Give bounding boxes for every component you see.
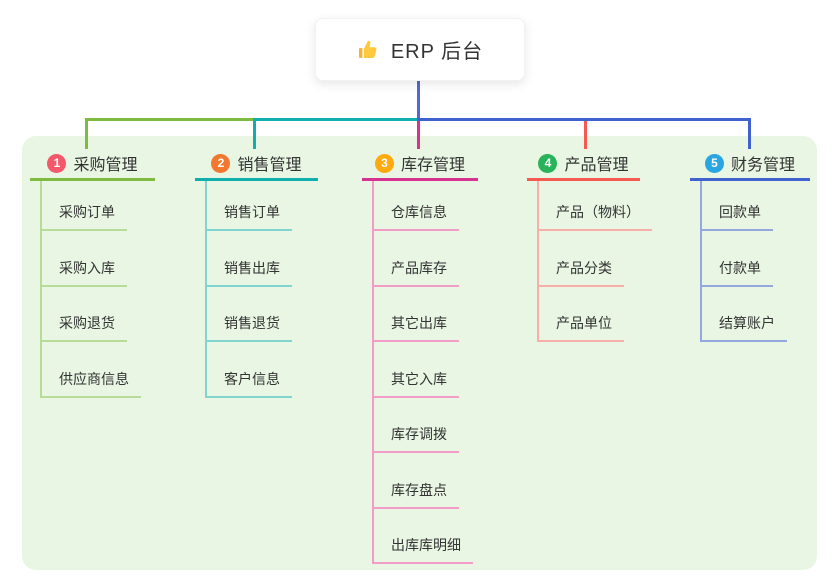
branch-label: 财务管理 [730, 157, 795, 174]
child-label: 出库库明细 [391, 537, 461, 553]
mindmap-background-panel [22, 136, 817, 570]
child-node[interactable]: 客户信息 [207, 342, 292, 398]
child-node[interactable]: 其它出库 [374, 287, 459, 342]
child-label: 采购退货 [59, 315, 115, 331]
child-node[interactable]: 采购入库 [42, 231, 127, 287]
branch-number-badge: 1 [47, 153, 67, 173]
branch-children-group: 销售订单销售出库销售退货客户信息 [205, 181, 292, 398]
branch-number-badge: 4 [538, 153, 558, 173]
child-node[interactable]: 产品分类 [539, 231, 624, 287]
child-label: 回款单 [719, 204, 761, 220]
branch-drop-connector [85, 121, 88, 149]
root-title: ERP 后台 [390, 41, 484, 63]
branch-children-group: 采购订单采购入库采购退货供应商信息 [40, 181, 141, 398]
child-label: 结算账户 [719, 315, 775, 331]
child-node[interactable]: 销售订单 [207, 181, 292, 231]
bracket-segment-left [85, 118, 256, 121]
child-label: 产品（物料） [556, 204, 640, 220]
child-label: 采购订单 [59, 204, 115, 220]
child-node[interactable]: 采购退货 [42, 287, 127, 342]
child-label: 销售订单 [224, 204, 280, 220]
child-node[interactable]: 产品（物料） [539, 181, 652, 231]
branch-drop-connector [417, 121, 420, 149]
bracket-segment-right [417, 118, 751, 121]
child-label: 其它入库 [391, 370, 447, 387]
child-node[interactable]: 供应商信息 [42, 342, 141, 398]
child-node[interactable]: 付款单 [702, 231, 773, 287]
child-label: 付款单 [719, 259, 761, 276]
branch-node[interactable]: 4 产品管理 [527, 148, 640, 181]
child-node[interactable]: 采购订单 [42, 181, 127, 231]
root-connector-vertical [417, 80, 420, 118]
branch-number-badge: 5 [704, 153, 724, 173]
branch-children-group: 仓库信息产品库存其它出库其它入库库存调拨库存盘点出库库明细 [372, 181, 473, 564]
child-node[interactable]: 库存调拨 [374, 398, 459, 453]
child-label: 仓库信息 [391, 204, 447, 220]
child-label: 其它出库 [391, 315, 447, 331]
child-node[interactable]: 库存盘点 [374, 453, 459, 509]
child-label: 产品分类 [556, 259, 612, 276]
thumbs-up-icon [358, 40, 377, 58]
child-label: 产品单位 [556, 315, 612, 331]
child-label: 销售退货 [224, 315, 280, 331]
child-node[interactable]: 仓库信息 [374, 181, 459, 231]
branch-node[interactable]: 5 财务管理 [690, 148, 810, 181]
child-node[interactable]: 产品单位 [539, 287, 624, 342]
branch-drop-connector [748, 121, 751, 149]
branch-node[interactable]: 2 销售管理 [195, 148, 318, 181]
branch-label: 产品管理 [564, 157, 629, 174]
child-label: 供应商信息 [59, 370, 129, 387]
child-label: 客户信息 [224, 370, 280, 387]
child-node[interactable]: 产品库存 [374, 231, 459, 287]
child-label: 库存盘点 [391, 481, 447, 498]
branch-drop-connector [253, 121, 256, 149]
branch-label: 销售管理 [237, 157, 302, 174]
branch-node[interactable]: 3 库存管理 [362, 148, 478, 181]
child-node[interactable]: 销售出库 [207, 231, 292, 287]
child-node[interactable]: 销售退货 [207, 287, 292, 342]
branch-number-badge: 2 [211, 153, 231, 173]
branch-label: 库存管理 [400, 157, 465, 174]
branch-label: 采购管理 [73, 157, 138, 174]
child-node[interactable]: 出库库明细 [374, 509, 473, 564]
child-label: 采购入库 [59, 259, 115, 276]
child-node[interactable]: 回款单 [702, 181, 773, 231]
child-node[interactable]: 其它入库 [374, 342, 459, 398]
mindmap-root-node[interactable]: ERP 后台 [315, 18, 525, 81]
branch-children-group: 回款单付款单结算账户 [700, 181, 787, 342]
child-label: 销售出库 [224, 259, 280, 276]
branch-drop-connector [584, 121, 587, 149]
bracket-segment-center [253, 118, 420, 121]
branch-children-group: 产品（物料） 产品分类产品单位 [537, 181, 652, 342]
child-label: 库存调拨 [391, 426, 447, 442]
child-node[interactable]: 结算账户 [702, 287, 787, 342]
branch-number-badge: 3 [374, 153, 394, 173]
child-label: 产品库存 [391, 259, 447, 276]
branch-node[interactable]: 1 采购管理 [30, 148, 155, 181]
